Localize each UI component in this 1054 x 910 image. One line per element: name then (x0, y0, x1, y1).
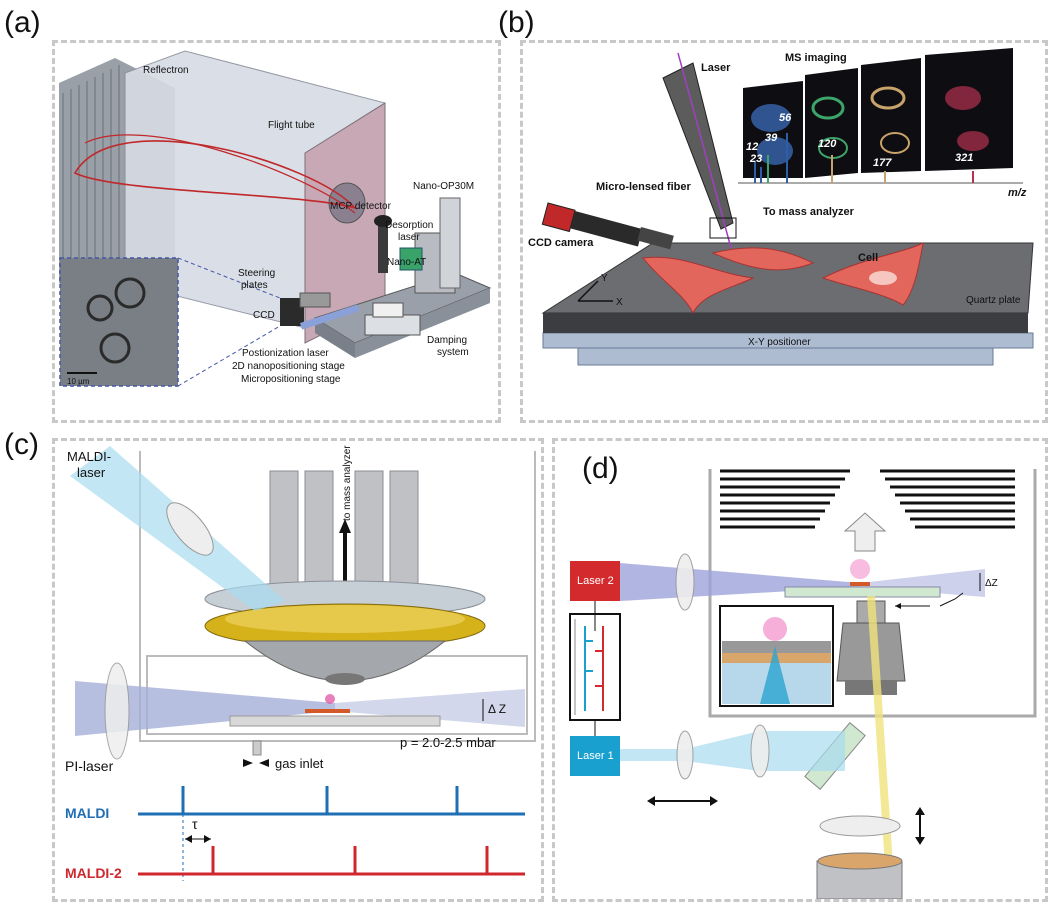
peak-39: 39 (765, 132, 778, 144)
ms-image-2 (805, 68, 858, 178)
panel-c-label: (c) (4, 428, 39, 461)
cell-center (711, 247, 815, 271)
label-delta-z-c: Δ Z (488, 702, 506, 716)
label-to-mass-c: to mass analyzer (342, 445, 353, 521)
peak-321: 321 (955, 152, 973, 164)
maldi2-pulse-train (138, 846, 525, 876)
panel-b-frame (520, 40, 1048, 423)
label-pressure: p = 2.0-2.5 mbar (400, 735, 496, 750)
peak-120: 120 (818, 138, 837, 150)
desorption-laser (378, 223, 388, 273)
label-nano-op: Nano-OP30M (413, 181, 474, 192)
sample-stage (229, 715, 441, 727)
label-micro-fiber: Micro-lensed fiber (596, 181, 691, 193)
laser1-box (570, 736, 620, 776)
label-maldi2: MALDI-2 (65, 865, 122, 881)
label-flight-tube: Flight tube (268, 120, 315, 131)
ms-image-4 (925, 48, 1013, 171)
laser1-beam (620, 731, 845, 771)
peak-177: 177 (873, 157, 892, 169)
panel-b-label: (b) (498, 6, 535, 39)
ccd-camera (541, 202, 674, 250)
postionization-beam (300, 304, 360, 330)
panel-b-diagram: X-Y positioner Quartz plate X Y Cell Las… (528, 48, 1034, 366)
panel-c-frame (52, 438, 544, 902)
panel-c-diagram: to mass analyzer MALDI- laser Δ Z p = 2.… (65, 445, 536, 881)
label-laser2: Laser 2 (577, 575, 614, 587)
label-mz: m/z (1008, 187, 1027, 199)
label-laser: Laser (701, 62, 731, 74)
pi-laser-beam (75, 681, 335, 736)
label-laser1: Laser 1 (577, 750, 614, 762)
panel-a-diagram: 10 µm Reflectron Flight tube MCP detecto… (59, 50, 492, 387)
label-damping: Damping (427, 335, 467, 346)
maldi-pulse-train (138, 786, 525, 816)
reflectron-lines (720, 469, 1015, 529)
label-desorption: Desorption (385, 220, 433, 231)
pulse-timing-inset (569, 613, 621, 721)
panel-d-label: (d) (582, 452, 619, 485)
axis-y: Y (601, 273, 608, 284)
panel-d-diagram: Laser 2 ΔZ Laser 1 (569, 469, 1037, 899)
label-ccd: CCD (253, 310, 275, 321)
label-tau: τ (192, 816, 198, 832)
peak-12: 12 (746, 141, 758, 153)
ion-direction-arrow (843, 512, 887, 552)
label-gas-inlet: gas inlet (275, 756, 324, 771)
label-micro: Micropositioning stage (241, 374, 341, 385)
inset-cell-image (59, 257, 179, 387)
label-steering: Steering (238, 268, 275, 279)
label-delta-z-d: ΔZ (985, 578, 998, 589)
label-maldi: MALDI (65, 805, 109, 821)
label-damping-system: system (437, 347, 469, 358)
sample-slide (784, 586, 941, 598)
label-maldi-laser-1: MALDI- (67, 449, 111, 464)
micro-stage (364, 314, 421, 336)
cell-left (642, 256, 755, 315)
laser1-beam-vertical (867, 596, 893, 866)
label-pi-laser: PI-laser (65, 758, 114, 774)
ion-path (73, 140, 358, 210)
label-mcp: MCP detector (330, 201, 392, 212)
axis-x: X (616, 297, 623, 308)
bottom-lens (819, 815, 901, 837)
label-quartz: Quartz plate (966, 295, 1021, 306)
label-steering-plates: plates (241, 280, 268, 291)
label-maldi-laser-2: laser (77, 465, 106, 480)
nano-at-block (399, 247, 423, 271)
ms-image-3 (861, 58, 921, 173)
label-desorption-laser: laser (398, 232, 420, 243)
label-xy: X-Y positioner (748, 337, 811, 348)
scale-bar-label: 10 µm (67, 377, 90, 386)
micro-lensed-fiber (662, 62, 734, 230)
panel-a-label: (a) (4, 6, 41, 39)
panel-d-frame (552, 438, 1048, 902)
vacuum-chamber (139, 451, 536, 742)
label-nano2d: 2D nanopositioning stage (232, 361, 345, 372)
ion-optics-columns (269, 470, 419, 587)
laser2-box (570, 561, 620, 601)
label-ms-imaging: MS imaging (785, 52, 847, 64)
label-to-mass: To mass analyzer (763, 206, 855, 218)
label-cell: Cell (858, 252, 878, 264)
peak-56: 56 (779, 112, 792, 124)
panel-a-frame (52, 40, 501, 423)
label-postionization: Postionization laser (242, 348, 329, 359)
label-ccd-camera: CCD camera (528, 237, 594, 249)
label-reflectron: Reflectron (143, 65, 189, 76)
peak-23: 23 (749, 153, 762, 165)
label-nano-at: Nano-AT (387, 257, 426, 268)
